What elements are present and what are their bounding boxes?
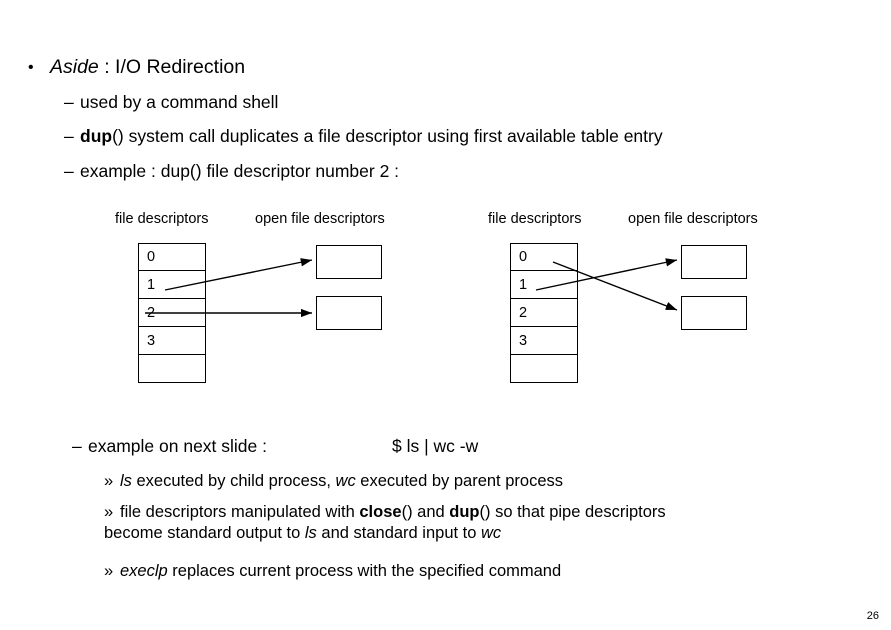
right-fd-row-0: 0 bbox=[510, 243, 578, 271]
bullet-example-next-slide-text: example on next slide : bbox=[88, 436, 267, 456]
ls-wc-text-1: executed by child process, bbox=[131, 472, 336, 490]
dash-marker: – bbox=[72, 436, 82, 456]
bullet-dup-syscall: –dup() system call duplicates a file des… bbox=[64, 126, 663, 147]
bullet-aside-italic: Aside bbox=[50, 56, 99, 79]
right-caption-file-descriptors: file descriptors bbox=[488, 211, 582, 227]
left-caption-file-descriptors: file descriptors bbox=[115, 211, 209, 227]
close-keyword: close bbox=[359, 503, 402, 521]
bullet-used-by-shell: –used by a command shell bbox=[64, 92, 278, 113]
bullet-dup-keyword: dup bbox=[80, 126, 113, 146]
fd-manip-text-1: file descriptors manipulated with bbox=[120, 503, 360, 521]
left-caption-open-file-descriptors: open file descriptors bbox=[255, 211, 385, 227]
left-fd-row-0: 0 bbox=[138, 243, 206, 271]
dash-marker: – bbox=[64, 161, 74, 181]
dash-marker: – bbox=[64, 92, 74, 112]
fd-manip-text-2: () and bbox=[401, 503, 450, 521]
fd-manip-text-5: and standard input to bbox=[316, 523, 482, 542]
ls-italic-2: ls bbox=[304, 523, 317, 542]
bullet-marker: • bbox=[28, 59, 34, 77]
dash-marker: – bbox=[64, 126, 74, 146]
left-fd-row-3: 3 bbox=[138, 327, 206, 355]
bullet-aside-rest: : I/O Redirection bbox=[98, 56, 246, 79]
page-number: 26 bbox=[866, 610, 879, 622]
bullet-fd-manipulated: » file descriptors manipulated with close… bbox=[104, 502, 864, 543]
guillemet-marker: » bbox=[104, 503, 114, 521]
bullet-ls-wc-processes: » ls executed by child process, wc execut… bbox=[104, 471, 563, 492]
fd-manip-text-4: become standard output to bbox=[104, 523, 305, 542]
right-fd-row-4 bbox=[510, 355, 578, 383]
right-open-box-top bbox=[681, 245, 747, 279]
left-fd-row-4 bbox=[138, 355, 206, 383]
left-open-box-top bbox=[316, 245, 382, 279]
dup-keyword: dup bbox=[449, 503, 480, 521]
execlp-italic: execlp bbox=[120, 562, 168, 580]
wc-italic-2: wc bbox=[481, 523, 502, 542]
bullet-execlp: » execlp replaces current process with th… bbox=[104, 561, 561, 582]
bullet-example-dup-text: example : dup() file descriptor number 2… bbox=[80, 161, 400, 181]
wc-italic: wc bbox=[335, 472, 356, 490]
bullet-aside: • Aside : I/O Redirection bbox=[28, 56, 245, 80]
right-fd-row-1: 1 bbox=[510, 271, 578, 299]
execlp-text: replaces current process with the specif… bbox=[167, 562, 562, 580]
guillemet-marker: » bbox=[104, 472, 114, 490]
right-fd-row-2: 2 bbox=[510, 299, 578, 327]
ls-italic: ls bbox=[120, 472, 132, 490]
right-open-box-bottom bbox=[681, 296, 747, 330]
left-fd-row-1: 1 bbox=[138, 271, 206, 299]
left-fd-row-2: 2 bbox=[138, 299, 206, 327]
fd-manip-text-3: () so that pipe descriptors bbox=[479, 503, 666, 521]
bullet-example-dup: –example : dup() file descriptor number … bbox=[64, 161, 399, 182]
ls-wc-text-2: executed by parent process bbox=[355, 472, 563, 490]
bullet-example-next-slide: –example on next slide : bbox=[72, 436, 267, 457]
right-fd-row-3: 3 bbox=[510, 327, 578, 355]
shell-command: $ ls | wc -w bbox=[392, 436, 479, 456]
right-caption-open-file-descriptors: open file descriptors bbox=[628, 211, 758, 227]
bullet-used-by-shell-text: used by a command shell bbox=[80, 92, 279, 112]
guillemet-marker: » bbox=[104, 562, 114, 580]
left-open-box-bottom bbox=[316, 296, 382, 330]
bullet-dup-text: () system call duplicates a file descrip… bbox=[112, 126, 663, 146]
